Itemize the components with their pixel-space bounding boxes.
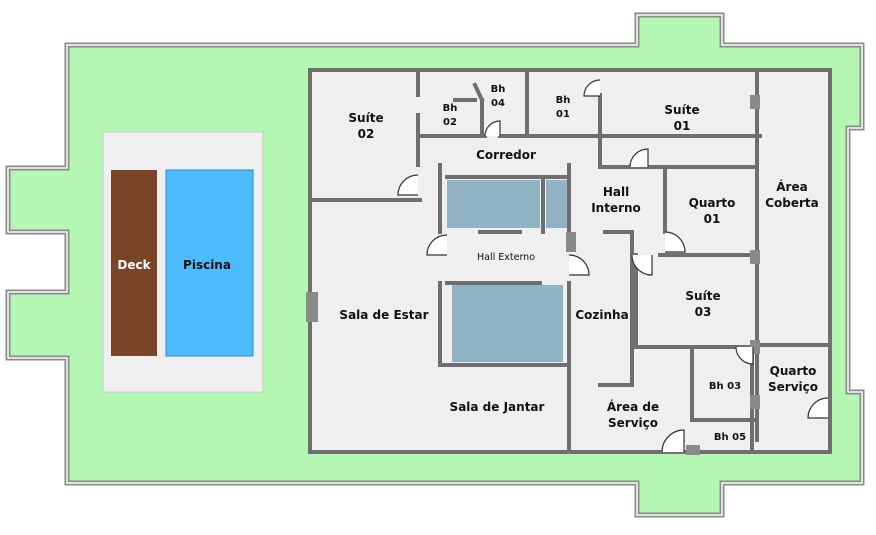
walls	[306, 68, 832, 455]
door-swing	[661, 429, 685, 453]
door-swing	[583, 79, 601, 97]
door-swing	[397, 174, 419, 196]
wall-pillar	[750, 250, 760, 264]
interior-garden-3	[452, 285, 563, 362]
door-swing	[629, 148, 649, 168]
pool	[165, 169, 254, 357]
wall	[472, 82, 485, 103]
wall-pillar	[750, 340, 760, 354]
door-swing	[426, 234, 448, 256]
wall-pillar	[750, 95, 760, 109]
room-cozinha: Cozinha	[575, 308, 628, 322]
wall-pillar	[686, 445, 700, 455]
room-hall-externo: Hall Externo	[477, 252, 535, 263]
room-sala-de-jantar: Sala de Jantar	[450, 400, 545, 414]
door-swing	[484, 120, 501, 137]
wall-pillar	[750, 395, 760, 409]
room-sala-de-estar: Sala de Estar	[339, 308, 428, 322]
room-bh-05: Bh 05	[714, 432, 746, 443]
door-swing	[631, 254, 653, 276]
door-swing	[664, 231, 686, 253]
interior-garden-2	[546, 180, 567, 228]
door-swing	[807, 397, 829, 419]
interior-garden-1	[447, 180, 540, 228]
room-bh-03: Bh 03	[709, 381, 741, 392]
deck	[111, 170, 157, 356]
door-swing	[568, 254, 590, 276]
wall-pillar	[566, 232, 576, 252]
doors	[397, 79, 829, 453]
pool-label: Piscina	[183, 258, 231, 272]
deck-label: Deck	[117, 258, 151, 272]
door-swing	[735, 346, 754, 365]
room-corredor: Corredor	[476, 148, 536, 162]
wall-pillar	[306, 292, 318, 322]
